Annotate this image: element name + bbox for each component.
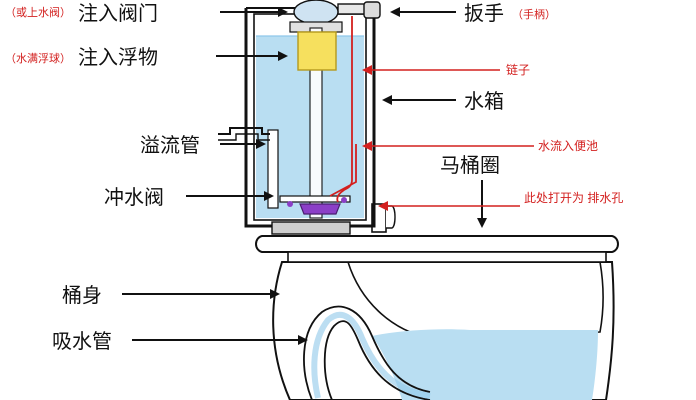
water-to-bowl-label: 水流入便池 [538, 139, 598, 153]
tank-label: 水箱 [464, 90, 504, 113]
handle-note: （手柄） [512, 7, 556, 21]
water-flow-path [329, 144, 357, 197]
drain-hole-label: 此处打开为 排水孔 [524, 191, 623, 205]
flush-valve [279, 195, 351, 215]
float-label: 注入浮物 [78, 46, 158, 69]
label-arrows [122, 7, 534, 345]
flush-valve-label: 冲水阀 [104, 186, 164, 209]
inlet-valve-label: 注入阀门 [78, 2, 158, 25]
body-label: 桶身 [62, 284, 102, 307]
inlet-valve [289, 0, 343, 219]
handle-label: 扳手 [464, 2, 504, 25]
chain-label: 链子 [506, 62, 530, 77]
float-note: （水满浮球） [5, 51, 71, 65]
siphon-label: 吸水管 [52, 330, 112, 353]
seat-ring-label: 马桶圈 [440, 154, 500, 177]
toilet-bowl [272, 261, 615, 400]
flapper [299, 203, 341, 215]
overflow-tube-label: 溢流管 [140, 134, 200, 157]
chain [336, 16, 353, 203]
float [297, 31, 337, 71]
inlet-valve-note: （或上水阀） [5, 5, 71, 19]
